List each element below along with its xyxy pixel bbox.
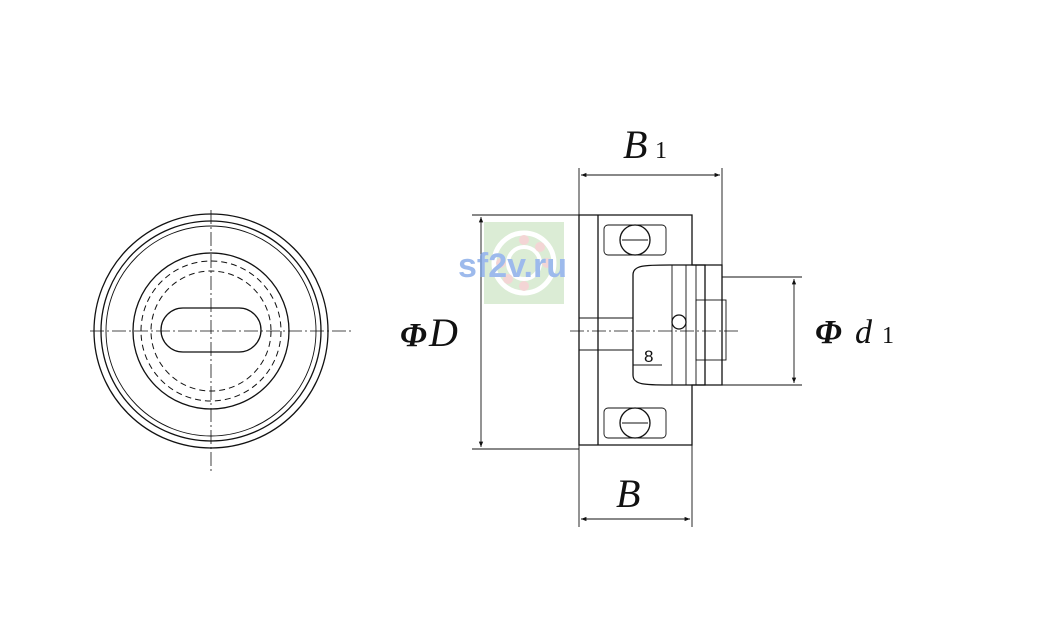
inner-ring-outline — [632, 264, 706, 386]
ball-top — [603, 224, 667, 256]
watermark-text: sf2v.ru — [458, 247, 567, 285]
dimensions — [472, 168, 802, 527]
bearing-icon — [491, 230, 557, 296]
hidden-circle-outer — [140, 260, 282, 402]
label-b1-subscript: 1 — [655, 138, 667, 164]
ball-bottom-icon — [619, 407, 651, 439]
label-phi-d-symbol: Φ — [400, 317, 427, 354]
front-view — [90, 210, 352, 472]
label-phi-d1-letter: d — [855, 314, 873, 351]
label-phi-d-letter: D — [428, 310, 458, 355]
label-phi-d1-symbol: Φ — [815, 314, 842, 351]
label-grease-hole: 8 — [644, 347, 653, 366]
grease-hole-icon — [671, 314, 687, 330]
label-b1: B — [623, 122, 647, 167]
labels: B 1 Φ D Φ d 1 B 8 — [400, 122, 894, 516]
ball-top-icon — [619, 224, 651, 256]
label-b: B — [616, 471, 640, 516]
label-phi-d1-subscript: 1 — [882, 323, 894, 349]
ball-bottom — [603, 407, 667, 439]
outer-ring-outline — [578, 214, 723, 446]
bore-step — [695, 299, 727, 361]
watermark: sf2v.ru — [458, 222, 567, 304]
section-view — [570, 214, 740, 446]
